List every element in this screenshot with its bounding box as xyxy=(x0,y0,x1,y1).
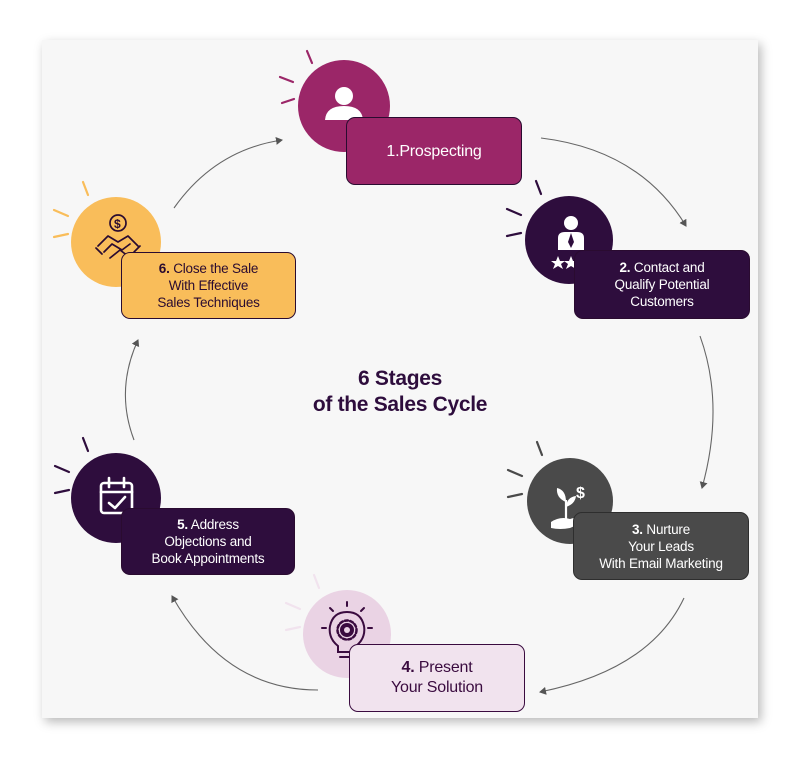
stage-5-line-2: Objections and xyxy=(164,534,252,549)
stage-3-line-2: Your Leads xyxy=(628,538,694,554)
arrow-4-to-5 xyxy=(171,595,319,691)
svg-text:$: $ xyxy=(576,485,585,502)
stage-3-number: 3. xyxy=(631,521,643,537)
stage-2-number: 2. xyxy=(619,260,631,275)
diagram-title: 6 Stages of the Sales Cycle xyxy=(250,366,550,418)
star-person-icon xyxy=(551,216,584,269)
stage-5-line-1: Address xyxy=(190,517,239,532)
title-line-1: 6 Stages xyxy=(358,367,442,390)
stage-5-label: 5. Address Objections and Book Appointme… xyxy=(121,508,295,575)
stage-1-text: Prospecting xyxy=(399,142,482,160)
person-icon xyxy=(325,87,363,120)
stage-2-label: 2. Contact and Qualify Potential Custome… xyxy=(574,250,750,319)
stage-2-line-2: Qualify Potential xyxy=(614,277,710,292)
stage-3-line-1: Nurture xyxy=(646,521,691,537)
stage-4-line-2: Your Solution xyxy=(391,679,483,696)
stage-5-number: 5. xyxy=(177,517,188,532)
stage-2-line-3: Customers xyxy=(630,294,694,309)
arrow-1-to-2 xyxy=(540,137,687,227)
stage-6-line-2: With Effective xyxy=(168,278,249,293)
stage-6-line-1: Close the Sale xyxy=(173,261,259,276)
stage-1-label: 1.Prospecting xyxy=(346,117,522,185)
cycle-arrows xyxy=(124,136,714,695)
stage-3-line-3: With Email Marketing xyxy=(599,555,723,571)
arrow-6-to-1 xyxy=(173,136,283,209)
svg-text:$: $ xyxy=(114,217,121,231)
stage-1-number: 1. xyxy=(386,142,400,160)
stage-4-number: 4. xyxy=(401,659,415,676)
lightbulb-gear-icon xyxy=(321,601,373,658)
stage-6-label: 6. Close the Sale With Effective Sales T… xyxy=(121,252,296,319)
title-line-2: of the Sales Cycle xyxy=(312,393,488,416)
stage-6-number: 6. xyxy=(158,261,170,276)
stage-3-label: 3. Nurture Your Leads With Email Marketi… xyxy=(573,512,749,580)
stage-4-label: 4. Present Your Solution xyxy=(349,644,525,712)
calendar-check-icon xyxy=(99,476,134,515)
stage-5-line-3: Book Appointments xyxy=(151,551,265,566)
arrow-3-to-4 xyxy=(539,597,685,695)
handshake-dollar-icon: $ xyxy=(95,214,141,259)
arrow-5-to-6 xyxy=(124,339,140,441)
arrow-2-to-3 xyxy=(699,335,714,489)
stage-4-line-1: Present xyxy=(418,659,473,676)
stage-2-line-1: Contact and xyxy=(633,260,705,275)
stage-6-line-3: Sales Techniques xyxy=(157,295,260,310)
